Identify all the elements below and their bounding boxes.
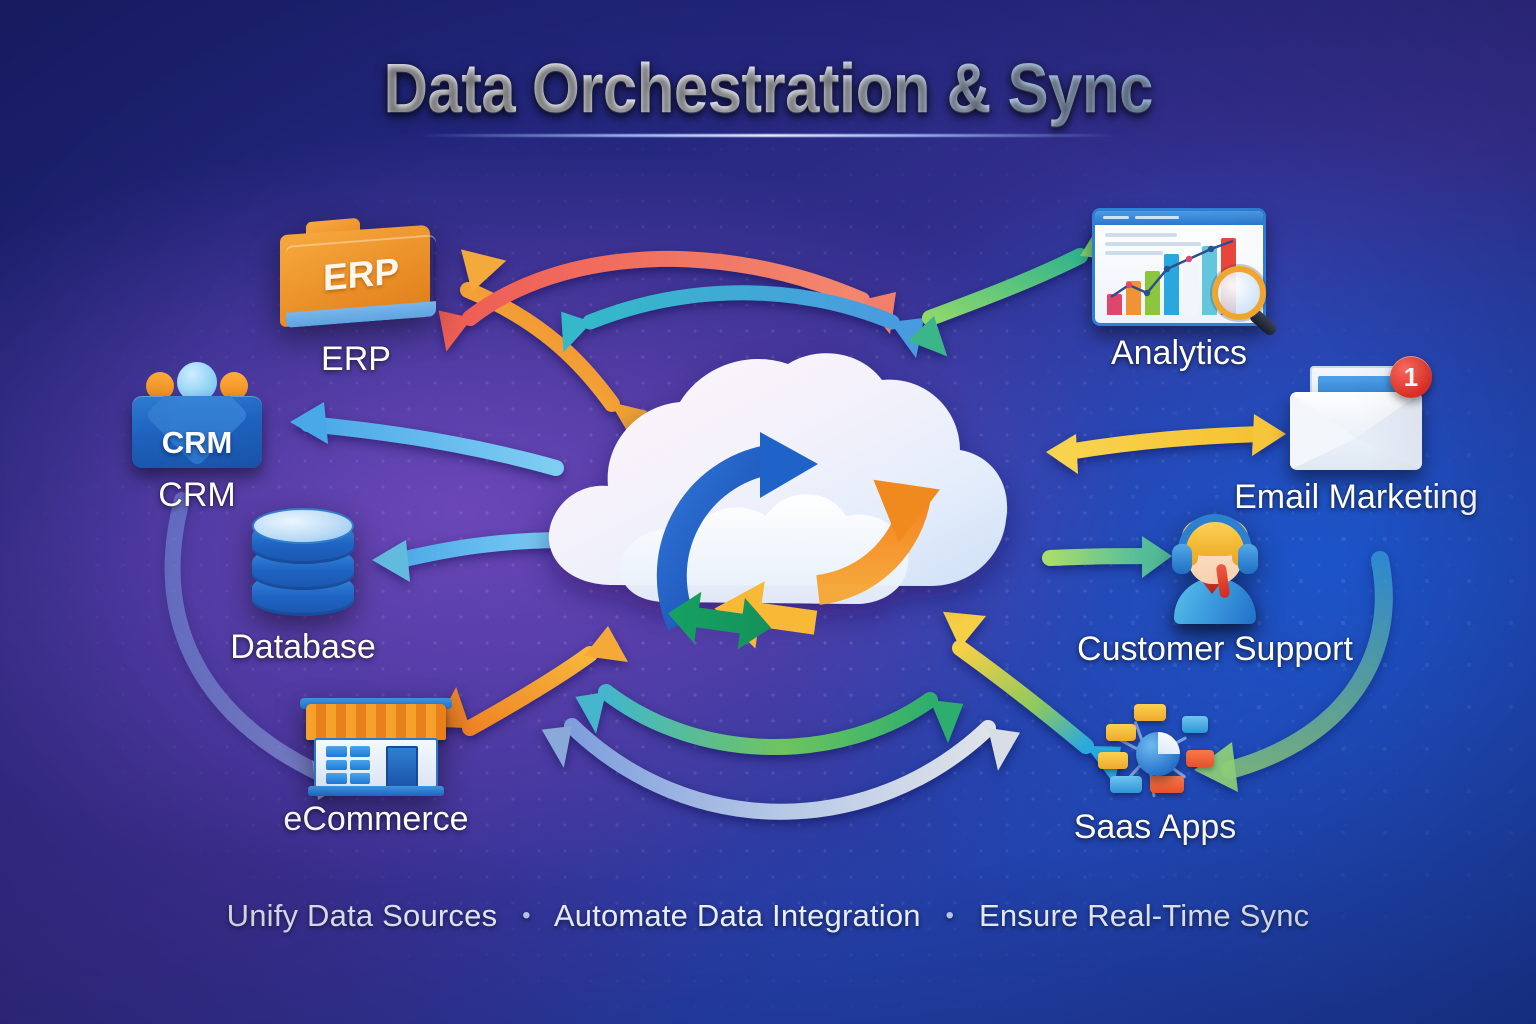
title-divider xyxy=(418,134,1118,137)
database-cylinder-icon xyxy=(252,508,354,620)
node-customer-support-label: Customer Support xyxy=(1077,630,1353,669)
trendline-icon xyxy=(1110,239,1234,299)
node-crm-label: CRM xyxy=(158,476,235,515)
network-nodes-icon xyxy=(1094,704,1216,798)
node-email-marketing[interactable]: 1 Email Marketing xyxy=(1234,356,1478,516)
node-erp-label: ERP xyxy=(321,340,391,379)
footer-taglines: Unify Data Sources • Automate Data Integ… xyxy=(0,898,1536,934)
magnifier-icon xyxy=(1212,266,1279,338)
node-ecommerce[interactable]: eCommerce xyxy=(283,692,469,838)
envelope-icon xyxy=(1290,366,1422,470)
cloud-icon xyxy=(548,353,1008,650)
node-customer-support[interactable]: Customer Support xyxy=(1077,512,1353,668)
footer-item-1: Unify Data Sources xyxy=(227,898,498,933)
node-database[interactable]: Database xyxy=(230,508,376,666)
footer-item-2: Automate Data Integration xyxy=(554,898,921,933)
node-email-marketing-label: Email Marketing xyxy=(1234,478,1478,517)
page-title: Data Orchestration & Sync xyxy=(383,48,1153,128)
node-database-label: Database xyxy=(230,628,376,667)
cloud-sync-hub[interactable] xyxy=(516,340,1036,670)
node-saas-apps[interactable]: Saas Apps xyxy=(1074,704,1236,846)
email-unread-badge: 1 xyxy=(1390,356,1432,398)
crm-badge-text: CRM xyxy=(132,425,262,461)
page-title-block: Data Orchestration & Sync xyxy=(0,48,1536,137)
node-analytics-label: Analytics xyxy=(1111,334,1247,373)
footer-separator-1: • xyxy=(522,902,531,929)
storefront-icon xyxy=(300,692,452,796)
headset-agent-icon xyxy=(1160,512,1270,624)
node-crm[interactable]: CRM CRM xyxy=(132,358,262,514)
node-erp[interactable]: ERP ERP xyxy=(272,217,440,378)
footer-item-3: Ensure Real-Time Sync xyxy=(979,898,1309,933)
footer-separator-2: • xyxy=(946,902,955,929)
node-analytics[interactable]: Analytics xyxy=(1092,208,1279,372)
node-ecommerce-label: eCommerce xyxy=(283,800,468,839)
node-saas-apps-label: Saas Apps xyxy=(1074,808,1237,847)
